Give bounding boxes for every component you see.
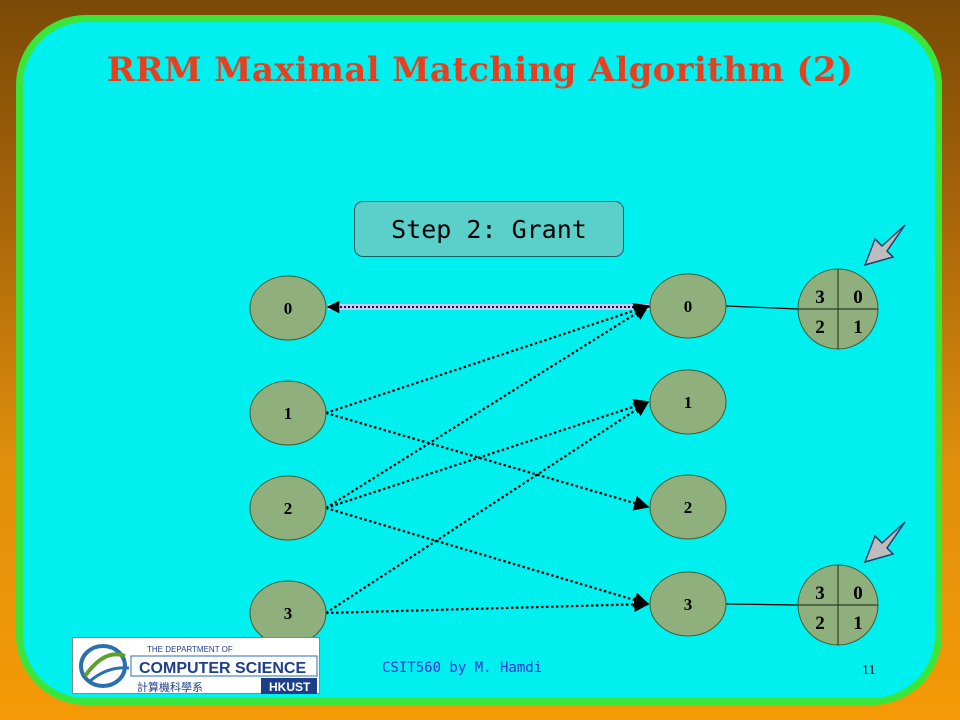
- request-edge-2-0: [325, 305, 650, 509]
- request-edge-2-3: [325, 506, 650, 608]
- output-node-1-label: 1: [684, 393, 693, 412]
- output-node-0: 0: [649, 273, 727, 339]
- input-node-1: 1: [249, 380, 327, 446]
- step-label: Step 2: Grant: [391, 214, 587, 244]
- arbiter-1-quadrant-1: 0: [853, 583, 863, 604]
- logo-emblem: [79, 644, 130, 688]
- input-node-0-label: 0: [284, 299, 293, 318]
- nodes: 0 1 2 3 0 1 2 3: [249, 273, 727, 646]
- request-edge-1-0: [325, 303, 650, 415]
- output-node-2-label: 2: [684, 498, 693, 517]
- arbiter-pointers: [863, 224, 906, 564]
- logo-line-2: COMPUTER SCIENCE: [139, 660, 306, 677]
- pointer-arrow-icon-1: [863, 521, 906, 564]
- arbiters: 3 0 2 1 3 0 2 1: [725, 268, 879, 646]
- input-node-3: 3: [249, 580, 327, 646]
- input-node-2: 2: [249, 475, 327, 541]
- input-node-3-label: 3: [284, 604, 293, 623]
- output-node-0-label: 0: [684, 297, 693, 316]
- arbiter-0-quadrant-2: 2: [815, 317, 825, 338]
- request-edge-3-1: [325, 401, 650, 614]
- arbiter-0: 3 0 2 1: [725, 268, 879, 350]
- arbiter-1-quadrant-0: 3: [815, 583, 825, 604]
- slide-panel: [16, 15, 942, 705]
- input-node-1-label: 1: [284, 404, 293, 423]
- output-node-1: 1: [649, 369, 727, 435]
- arbiter-0-quadrant-0: 3: [815, 287, 825, 308]
- output-node-3: 3: [649, 571, 727, 637]
- arbiter-1-quadrant-2: 2: [815, 613, 825, 634]
- slide-title: RRM Maximal Matching Algorithm (2): [106, 50, 854, 90]
- footer-credit: CSIT560 by M. Hamdi: [382, 660, 543, 676]
- pointer-arrow-icon-0: [863, 224, 906, 267]
- output-node-3-label: 3: [684, 595, 693, 614]
- request-edge-2-1: [325, 399, 650, 510]
- arbiter-1: 3 0 2 1: [725, 564, 879, 646]
- input-node-2-label: 2: [284, 499, 293, 518]
- request-edge-3-3: [325, 596, 650, 615]
- page-number: 11: [862, 663, 876, 678]
- step-label-box: Step 2: Grant: [354, 201, 624, 257]
- request-edge-1-2: [325, 411, 650, 511]
- department-logo: THE DEPARTMENT OF COMPUTER SCIENCE 計算機科學…: [72, 637, 320, 694]
- output-node-2: 2: [649, 474, 727, 540]
- arbiter-0-quadrant-3: 1: [853, 317, 863, 338]
- input-node-0: 0: [249, 275, 327, 341]
- request-edges: [325, 303, 650, 615]
- logo-line-1: THE DEPARTMENT OF: [147, 645, 233, 654]
- logo-line-3: 計算機科學系: [137, 680, 203, 694]
- logo-line-4: HKUST: [269, 680, 311, 694]
- arbiter-0-quadrant-1: 0: [853, 287, 863, 308]
- arbiter-1-quadrant-3: 1: [853, 613, 863, 634]
